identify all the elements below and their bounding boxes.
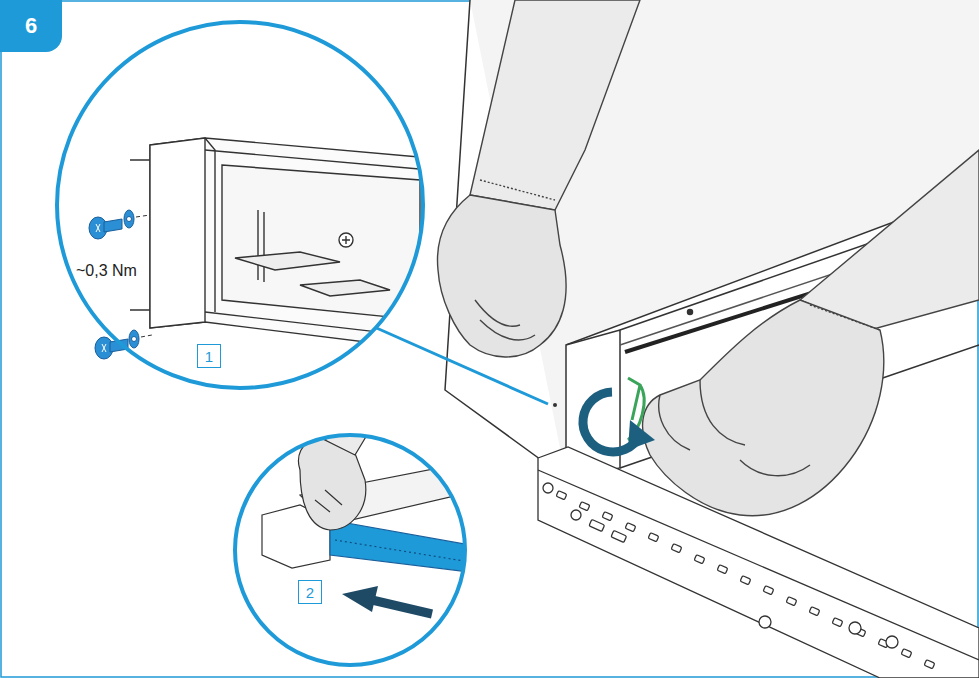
leader-line xyxy=(372,326,548,404)
glove-hands xyxy=(800,150,979,330)
glove-hands xyxy=(643,300,884,516)
mounting-rail xyxy=(832,618,843,627)
mounting-rail xyxy=(543,483,553,493)
detail-view-rail xyxy=(372,600,432,614)
node-text: 1 xyxy=(205,348,213,365)
glove-hands xyxy=(437,0,979,516)
screw-with-washer xyxy=(96,224,100,232)
node-text: 2 xyxy=(306,584,314,601)
screw-with-washer xyxy=(102,344,106,352)
glove-hands xyxy=(437,195,566,357)
mounting-rail xyxy=(589,519,605,531)
glove-hands xyxy=(810,305,880,330)
mounting-rail xyxy=(717,565,728,574)
glove-hands xyxy=(475,300,535,340)
detail-view-screws xyxy=(136,215,152,337)
profile-beam xyxy=(688,310,693,315)
detail-view-screws xyxy=(300,280,390,296)
detail-view-rail xyxy=(235,435,465,665)
detail-view-screws xyxy=(339,233,353,247)
mounting-rail xyxy=(901,649,912,658)
detail-view-screws xyxy=(150,138,205,328)
mounting-rail xyxy=(759,616,771,628)
detail-view-screws xyxy=(130,160,150,310)
mounting-rail xyxy=(602,512,613,521)
screw-with-washer xyxy=(132,337,137,342)
detail-view-rail xyxy=(330,520,470,572)
detail-view-screws xyxy=(235,252,340,270)
mounting-rail xyxy=(671,544,682,553)
node-text: 6 xyxy=(25,13,37,39)
mounting-rail xyxy=(556,491,935,669)
mounting-rail xyxy=(579,502,590,511)
profile-beam xyxy=(553,403,557,407)
detail-view-screws xyxy=(57,22,423,388)
screw-with-washer xyxy=(104,219,122,232)
mounting-rail xyxy=(849,622,861,634)
callout-number: 2 xyxy=(298,580,322,604)
mounting-rail xyxy=(924,660,935,669)
detail-view-rail xyxy=(315,490,342,512)
mounting-rail xyxy=(611,530,627,542)
mounting-rail xyxy=(694,555,705,564)
mounting-rail xyxy=(809,607,820,616)
detail-view-screws xyxy=(258,210,264,282)
callout-number: 1 xyxy=(197,344,221,368)
detail-view-screws xyxy=(57,22,430,388)
glove-hands xyxy=(480,180,555,200)
detail-view-rail xyxy=(342,586,378,612)
step-number: 6 xyxy=(0,0,62,52)
detail-view-rail xyxy=(335,540,470,562)
rotation-arrow xyxy=(583,392,655,452)
mounting-rail xyxy=(571,510,581,520)
mounting-rail xyxy=(786,597,797,606)
glove-hands xyxy=(470,0,640,210)
mounting-rail xyxy=(625,523,636,532)
detail-view-screws xyxy=(57,22,423,388)
detail-view-rail xyxy=(235,420,480,665)
glove-hands xyxy=(659,380,810,476)
mounting-rail xyxy=(740,576,751,585)
rotation-arrow xyxy=(628,420,655,450)
detail-view-screws xyxy=(150,138,430,350)
screw-with-washer xyxy=(129,330,139,348)
mounting-rail xyxy=(556,491,567,500)
screw-with-washer xyxy=(127,217,132,222)
detail-view-rail xyxy=(262,420,480,572)
detail-view-screws xyxy=(205,150,430,338)
screw-with-washer xyxy=(124,210,134,228)
detail-view-screws xyxy=(205,138,215,312)
detail-view-screws xyxy=(342,236,350,244)
mounting-rail xyxy=(763,586,774,595)
mounting-rail xyxy=(886,636,898,648)
mounting-rail xyxy=(648,533,659,542)
detail-view-screws xyxy=(222,165,420,320)
torque-label: ~0,3 Nm xyxy=(76,262,137,280)
